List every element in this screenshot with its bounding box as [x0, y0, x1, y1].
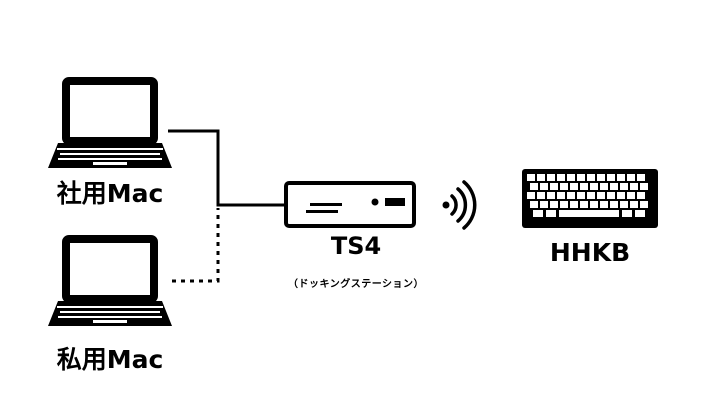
wireless-signal-icon — [442, 180, 477, 230]
keyboard-label: HHKB — [549, 238, 631, 267]
solid-connection-line — [168, 129, 286, 207]
docking-station-sublabel: （ドッキングステーション） — [288, 279, 424, 290]
work-mac-laptop-icon — [48, 77, 172, 168]
keyboard-icon — [522, 169, 658, 228]
private-mac-laptop-icon — [48, 235, 172, 326]
docking-station-label: TS4 — [330, 232, 382, 260]
work-mac-label: 社用Mac — [56, 179, 164, 208]
docking-station-icon — [284, 181, 416, 228]
private-mac-label: 私用Mac — [56, 345, 164, 374]
dotted-connection-line — [172, 208, 220, 283]
